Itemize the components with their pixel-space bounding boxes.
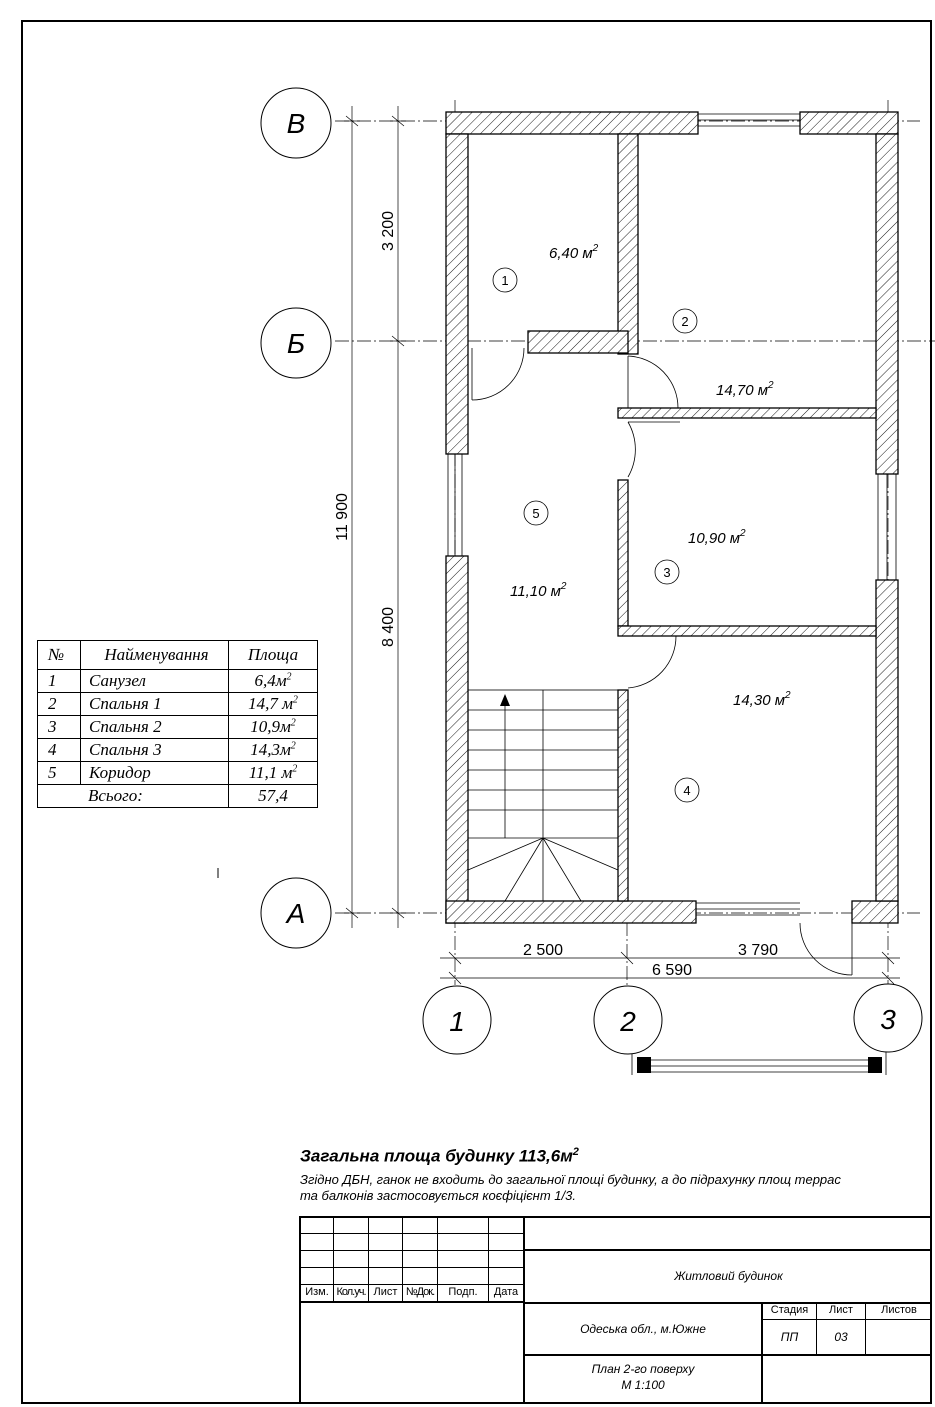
row-name: Санузел — [80, 669, 229, 693]
tb-col-izm: Изм. — [305, 1286, 329, 1298]
tb-project: Житловий будинок — [674, 1269, 783, 1283]
row-area: 14,7 м2 — [228, 692, 318, 716]
room-area-3: 10,90 м2 — [688, 528, 746, 547]
dimension-lines — [344, 106, 900, 985]
header-area: Площа — [228, 640, 318, 670]
row-num: 2 — [37, 692, 81, 716]
row-area: 14,3м2 — [228, 738, 318, 762]
room-areas: 6,40 м2 14,70 м2 10,90 м2 14,30 м2 11,10… — [510, 243, 791, 709]
row-num: 1 — [37, 669, 81, 693]
table-row: 1 Санузел 6,4м2 — [37, 669, 318, 693]
axis-label-col-3: 3 — [880, 1004, 896, 1035]
header-name: Найменування — [80, 640, 229, 670]
row-name: Спальня 1 — [80, 692, 229, 716]
room-number-1: 1 — [501, 273, 508, 288]
tb-stage-value: ПП — [780, 1330, 799, 1344]
axis-bubbles — [260, 87, 923, 1055]
axis-label-row-v: В — [287, 108, 306, 139]
table-row: 5 Коридор 11,1 м2 — [37, 761, 318, 785]
dim-vertical-top: 3 200 — [380, 211, 397, 251]
total-label: Всього: — [37, 784, 229, 808]
room-numbers: 1 2 3 4 5 — [501, 273, 690, 798]
room-number-bubbles — [492, 267, 700, 803]
room-area-1: 6,40 м2 — [549, 243, 599, 262]
room-number-4: 4 — [683, 783, 690, 798]
dim-vertical-overall: 11 900 — [334, 493, 351, 541]
walls — [445, 111, 899, 924]
room-number-2: 2 — [681, 314, 688, 329]
dbn-note: Згідно ДБН, ганок не входить до загально… — [300, 1172, 841, 1203]
axis-label-col-2: 2 — [619, 1006, 636, 1037]
windows — [447, 113, 897, 916]
row-name: Коридор — [80, 761, 229, 785]
stair-direction-arrow — [500, 694, 510, 706]
tb-col-date: Дата — [493, 1286, 519, 1298]
room-number-3: 3 — [663, 565, 670, 580]
table-row: 4 Спальня 3 14,3м2 — [37, 738, 318, 762]
axis-label-col-1: 1 — [449, 1006, 465, 1037]
porch-column-right — [868, 1057, 882, 1073]
doors — [471, 347, 853, 976]
tb-stage-label: Стадия — [770, 1304, 809, 1316]
table-header-row: № Найменування Площа — [37, 640, 318, 670]
porch — [631, 1050, 887, 1075]
row-num: 5 — [37, 761, 81, 785]
staircase — [467, 689, 619, 902]
dim-horizontal-left: 2 500 — [523, 942, 563, 959]
room-area-4: 14,30 м2 — [733, 690, 791, 709]
row-num: 3 — [37, 715, 81, 739]
row-name: Спальня 3 — [80, 738, 229, 762]
room-number-5: 5 — [532, 506, 539, 521]
tb-scale: М 1:100 — [621, 1378, 665, 1392]
tb-sheet-value: 03 — [834, 1330, 848, 1344]
tb-col-kol: Кол.уч. — [336, 1286, 366, 1298]
tb-sheets-label: Листов — [881, 1304, 917, 1316]
row-area: 10,9м2 — [228, 715, 318, 739]
total-house-area: Загальна площа будинку 113,6м2 — [300, 1146, 579, 1166]
tb-col-doc: №Док. — [405, 1286, 435, 1298]
tb-sheet-label: Лист — [829, 1304, 853, 1316]
tb-location: Одеська обл., м.Южне — [580, 1322, 706, 1336]
row-area: 6,4м2 — [228, 669, 318, 693]
axis-labels: В Б А 1 2 3 — [285, 108, 897, 1037]
tb-col-list: Лист — [373, 1286, 398, 1298]
axis-label-row-b: Б — [287, 328, 305, 359]
room-area-2: 14,70 м2 — [716, 380, 774, 399]
title-block: Изм. Кол.уч. Лист №Док. Подп. Дата Житло… — [299, 1216, 932, 1404]
dim-horizontal-right: 3 790 — [738, 942, 778, 959]
tb-col-podp: Подп. — [448, 1286, 478, 1298]
tb-drawing-title: План 2-го поверху — [591, 1362, 695, 1376]
row-name: Спальня 2 — [80, 715, 229, 739]
row-num: 4 — [37, 738, 81, 762]
table-row: 3 Спальня 2 10,9м2 — [37, 715, 318, 739]
header-num: № — [37, 640, 81, 670]
table-row: 2 Спальня 1 14,7 м2 — [37, 692, 318, 716]
room-schedule-table: № Найменування Площа 1 Санузел 6,4м2 2 С… — [37, 640, 318, 808]
dim-horizontal-overall: 6 590 — [652, 962, 692, 979]
dimension-texts: 11 900 3 200 8 400 2 500 3 790 6 590 — [334, 211, 778, 979]
row-area: 11,1 м2 — [228, 761, 318, 785]
porch-column-left — [637, 1057, 651, 1073]
total-value: 57,4 — [228, 784, 318, 808]
table-total-row: Всього: 57,4 — [37, 784, 318, 808]
room-area-5: 11,10 м2 — [510, 581, 567, 600]
dim-vertical-bottom: 8 400 — [380, 607, 397, 647]
axis-label-row-a: А — [285, 898, 306, 929]
